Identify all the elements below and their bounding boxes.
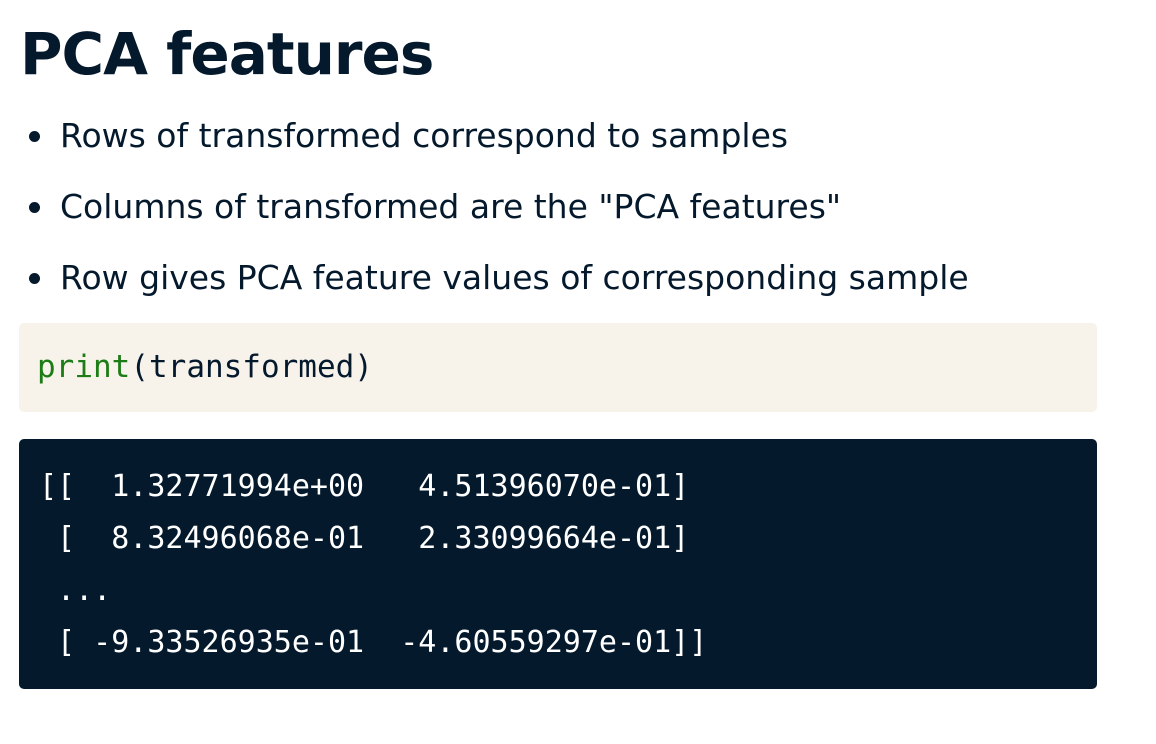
bullet-item: Row gives PCA feature values of correspo… [0,252,1100,323]
code-function-name: print [37,349,131,385]
code-arguments: (transformed) [130,349,373,385]
bullet-item: Columns of transformed are the "PCA feat… [0,181,1100,252]
output-line: [ 8.32496068e-01 2.33099664e-01] [39,521,690,556]
bullet-text: Columns of transformed are the "PCA feat… [60,187,842,226]
bullet-list: Rows of transformed correspond to sample… [0,110,1100,323]
bullet-dot-icon [29,131,40,142]
bullet-text: Rows of transformed correspond to sample… [60,116,789,155]
code-block: print(transformed) [19,323,1097,412]
bullet-item: Rows of transformed correspond to sample… [0,110,1100,181]
bullet-dot-icon [29,202,40,213]
bullet-text: Row gives PCA feature values of correspo… [60,258,969,297]
output-line: [ -9.33526935e-01 -4.60559297e-01]] [39,625,708,660]
bullet-dot-icon [29,273,40,284]
output-block: [[ 1.32771994e+00 4.51396070e-01] [ 8.32… [19,439,1097,689]
slide-title: PCA features [20,20,434,88]
output-line: [[ 1.32771994e+00 4.51396070e-01] [39,469,690,504]
output-line: ... [39,573,112,608]
